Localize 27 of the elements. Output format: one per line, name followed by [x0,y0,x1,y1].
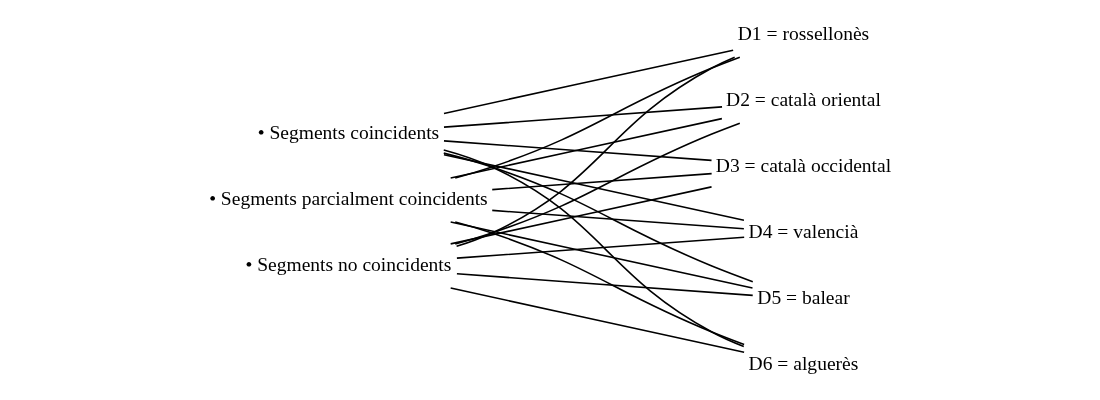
connector [443,140,713,162]
connector [456,236,745,259]
connector [449,221,754,289]
connector [455,56,736,248]
connector [443,153,745,222]
connector [443,152,754,283]
node-text: D1 = rossellonès [737,22,870,44]
connector [443,106,723,128]
node-text: • Segments no coincidents [245,253,452,275]
node-text: D6 = alguerès [748,352,859,374]
connector [442,149,745,348]
node-text: D3 = català occidental [715,154,892,176]
node-text: • Segments coincidents [257,121,440,143]
connector [454,122,741,245]
node-text: D2 = català oriental [726,88,881,110]
node-text: D5 = balear [757,286,850,308]
node-text: • Segments parcialment coincidents [209,187,488,209]
connector [456,273,754,297]
connector [491,172,713,191]
connector [454,56,741,179]
connector [443,49,734,115]
connector [449,287,745,353]
connector [491,209,745,230]
connector [449,117,723,179]
node-text: D4 = valencià [748,220,859,242]
connector [449,186,713,245]
connector [454,221,745,346]
